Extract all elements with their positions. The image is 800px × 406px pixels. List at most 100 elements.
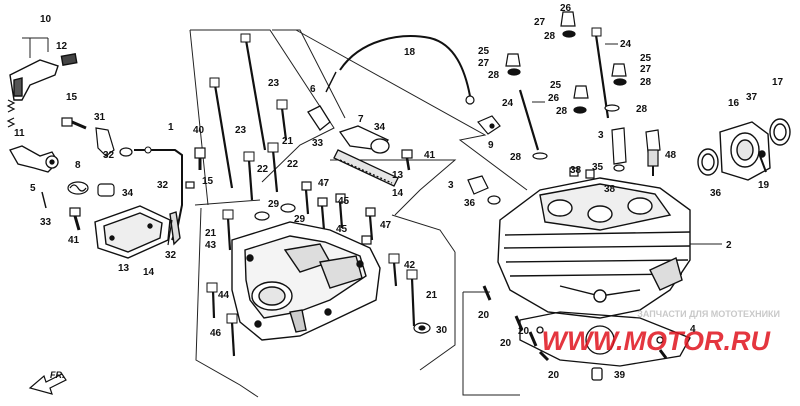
- callout-label: 13: [392, 170, 404, 181]
- bolt-41-part: [69, 207, 81, 231]
- callout-label: 46: [210, 328, 222, 339]
- callout-label: 41: [424, 150, 436, 161]
- union-bolt-part: [185, 147, 206, 189]
- bolt-41-center: [401, 149, 413, 171]
- stud-bolts: [206, 33, 418, 357]
- callout-label: 36: [710, 188, 722, 199]
- callout-label: 6: [310, 84, 316, 95]
- hook-part: [95, 127, 133, 157]
- callout-label: 26: [560, 3, 572, 14]
- plug-3-part: [467, 175, 501, 205]
- head-gasket: [519, 311, 691, 367]
- callout-label: 23: [268, 78, 280, 89]
- callout-label: 14: [392, 188, 404, 199]
- plug-and-spark: [569, 127, 661, 179]
- callout-label: 3: [598, 130, 604, 141]
- callout-label: 12: [56, 41, 68, 52]
- watermark-brand: WWW.MOTOR.RU: [542, 326, 772, 356]
- callout-label: 38: [570, 165, 582, 176]
- callout-label: 4: [690, 324, 696, 335]
- callout-label: 2: [726, 240, 732, 251]
- callout-label: 22: [287, 159, 299, 170]
- side-cover-part: [94, 205, 181, 259]
- callouts: 10 12 15 11 31 1 40 32 5 8 34 33 41 13 1…: [14, 3, 784, 381]
- callout-label: 25: [550, 80, 562, 91]
- studs-24: [518, 27, 610, 151]
- washers: [254, 181, 431, 334]
- callout-label: 41: [68, 235, 80, 246]
- cap-nuts: [505, 11, 627, 160]
- callout-label: 34: [374, 122, 386, 133]
- callout-label: 25: [640, 53, 652, 64]
- callout-label: 29: [268, 199, 280, 210]
- callout-label: 39: [614, 370, 626, 381]
- callout-label: 20: [500, 338, 512, 349]
- callout-label: 32: [157, 180, 169, 191]
- callout-label: 34: [122, 188, 134, 199]
- decomp-cable: [325, 35, 475, 105]
- callout-label: 44: [218, 290, 230, 301]
- callout-label: 21: [282, 136, 294, 147]
- callout-label: 37: [746, 92, 758, 103]
- callout-label: 38: [604, 184, 616, 195]
- front-arrow-icon: [28, 373, 67, 395]
- watermark-caption: ЗАПЧАСТИ ДЛЯ МОТОТЕХНИКИ: [637, 309, 780, 319]
- callout-label: 28: [488, 70, 500, 81]
- direction-label: FR.: [50, 370, 65, 380]
- callout-label: 28: [510, 152, 522, 163]
- callout-label: 31: [94, 112, 106, 123]
- callout-label: 8: [75, 160, 81, 171]
- callout-label: 28: [544, 31, 556, 42]
- pin-part: [41, 191, 47, 209]
- callout-label: 33: [40, 217, 52, 228]
- watermark: ЗАПЧАСТИ ДЛЯ МОТОТЕХНИКИ WWW.MOTOR.RU: [542, 309, 780, 356]
- rocker-arm-part: [9, 53, 78, 101]
- callout-label: 29: [294, 214, 306, 225]
- callout-label: 45: [336, 224, 348, 235]
- callout-label: 30: [436, 325, 448, 336]
- callout-label: 10: [40, 14, 52, 25]
- callout-label: 1: [168, 122, 174, 133]
- dowel-pins: [482, 285, 668, 381]
- callout-label: 20: [548, 370, 560, 381]
- spring-seal-part: [67, 181, 115, 197]
- callout-label: 35: [592, 162, 604, 173]
- callout-label: 27: [478, 58, 490, 69]
- callout-label: 20: [478, 310, 490, 321]
- callout-label: 28: [636, 104, 648, 115]
- callout-label: 45: [338, 196, 350, 207]
- callout-label: 27: [534, 17, 546, 28]
- callout-label: 21: [426, 290, 438, 301]
- callout-label: 17: [772, 77, 784, 88]
- callout-label: 22: [257, 164, 269, 175]
- callout-label: 43: [205, 240, 217, 251]
- callout-label: 26: [548, 93, 560, 104]
- bolt-32-part: [167, 219, 173, 246]
- callout-label: 36: [464, 198, 476, 209]
- callout-label: 32: [165, 250, 177, 261]
- intake-manifold: [697, 118, 791, 181]
- callout-label: 33: [312, 138, 324, 149]
- callout-label: 42: [404, 260, 416, 271]
- callout-label: 13: [118, 263, 130, 274]
- callout-label: 15: [66, 92, 78, 103]
- callout-label: 3: [448, 180, 454, 191]
- callout-label: 27: [640, 64, 652, 75]
- cylinder-head-cover: [231, 221, 381, 341]
- callout-label: 32: [103, 150, 115, 161]
- callout-label: 16: [728, 98, 740, 109]
- callout-label: 9: [488, 140, 494, 151]
- callout-label: 18: [404, 47, 416, 58]
- callout-label: 5: [30, 183, 36, 194]
- spring-part: [6, 99, 16, 128]
- callout-label: 14: [143, 267, 155, 278]
- callout-label: 21: [205, 228, 217, 239]
- lever-9-part: [477, 115, 501, 135]
- decomp-lever-part: [307, 105, 399, 187]
- callout-label: 47: [380, 220, 392, 231]
- callout-label: 25: [478, 46, 490, 57]
- cylinder-head: [497, 177, 691, 319]
- callout-label: 40: [193, 125, 205, 136]
- bolt-part: [61, 117, 87, 130]
